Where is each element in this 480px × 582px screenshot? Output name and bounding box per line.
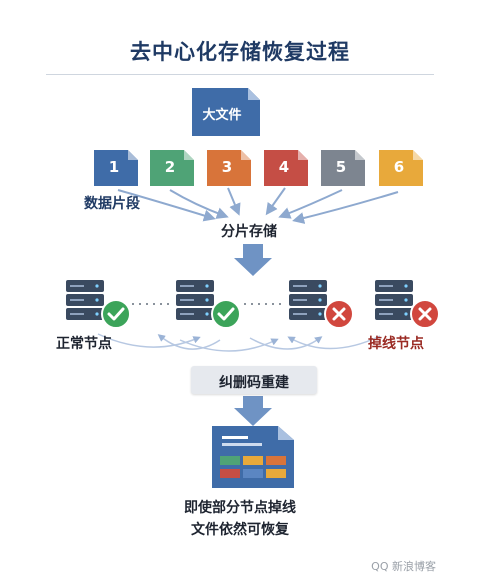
recode-box bbox=[191, 366, 317, 394]
fragment-2-label: 2 bbox=[164, 158, 176, 176]
fragment-4-icon bbox=[264, 150, 308, 186]
recovery-curve-2 bbox=[179, 338, 279, 352]
title-divider bbox=[46, 74, 434, 75]
recovered-file-icon bbox=[212, 426, 294, 488]
fragment-5-label: 5 bbox=[335, 158, 347, 176]
arrow-frag3 bbox=[227, 187, 241, 216]
fragment-1-icon bbox=[94, 150, 138, 186]
fragment-1-label: 1 bbox=[108, 158, 120, 176]
node-2-server-icon bbox=[176, 280, 241, 329]
big-file-icon bbox=[192, 88, 260, 136]
fragment-3-icon bbox=[207, 150, 251, 186]
fragment-6-label: 6 bbox=[393, 158, 405, 176]
down-arrow-recode bbox=[234, 396, 272, 426]
recovery-curve-1 bbox=[97, 333, 201, 348]
fragment-6-icon bbox=[379, 150, 423, 186]
node-3-server-icon bbox=[289, 280, 354, 329]
fragment-5-icon bbox=[321, 150, 365, 186]
result-line-1: 即使部分节点掉线 bbox=[184, 500, 296, 516]
recovery-curve-4 bbox=[287, 335, 381, 350]
result-line-2: 文件依然可恢复 bbox=[191, 522, 289, 538]
diagram-title: 去中心化存储恢复过程 bbox=[130, 40, 350, 64]
fragments-label: 数据片段 bbox=[84, 196, 140, 212]
recovery-curve-5 bbox=[157, 334, 221, 350]
shard-storage-label: 分片存储 bbox=[221, 224, 277, 240]
arrow-frag5 bbox=[278, 189, 343, 219]
fragment-2-icon bbox=[150, 150, 194, 186]
arrow-frag4 bbox=[265, 187, 286, 216]
failed-nodes-label: 掉线节点 bbox=[368, 336, 424, 352]
watermark: QQ 新浪博客 bbox=[371, 560, 436, 573]
normal-nodes-label: 正常节点 bbox=[56, 336, 112, 352]
arrow-frag6 bbox=[292, 191, 399, 224]
fragment-3-label: 3 bbox=[221, 158, 233, 176]
node-4-server-icon bbox=[375, 280, 440, 329]
fragment-4-label: 4 bbox=[278, 158, 290, 176]
big-file-label: 大文件 bbox=[202, 108, 242, 123]
arrow-frag2 bbox=[169, 189, 229, 219]
down-arrow-storage bbox=[234, 244, 272, 276]
arrow-frag1 bbox=[117, 189, 216, 222]
node-1-server-icon bbox=[66, 280, 131, 329]
recovery-curve-3 bbox=[249, 336, 323, 350]
recode-label: 纠删码重建 bbox=[219, 375, 289, 391]
